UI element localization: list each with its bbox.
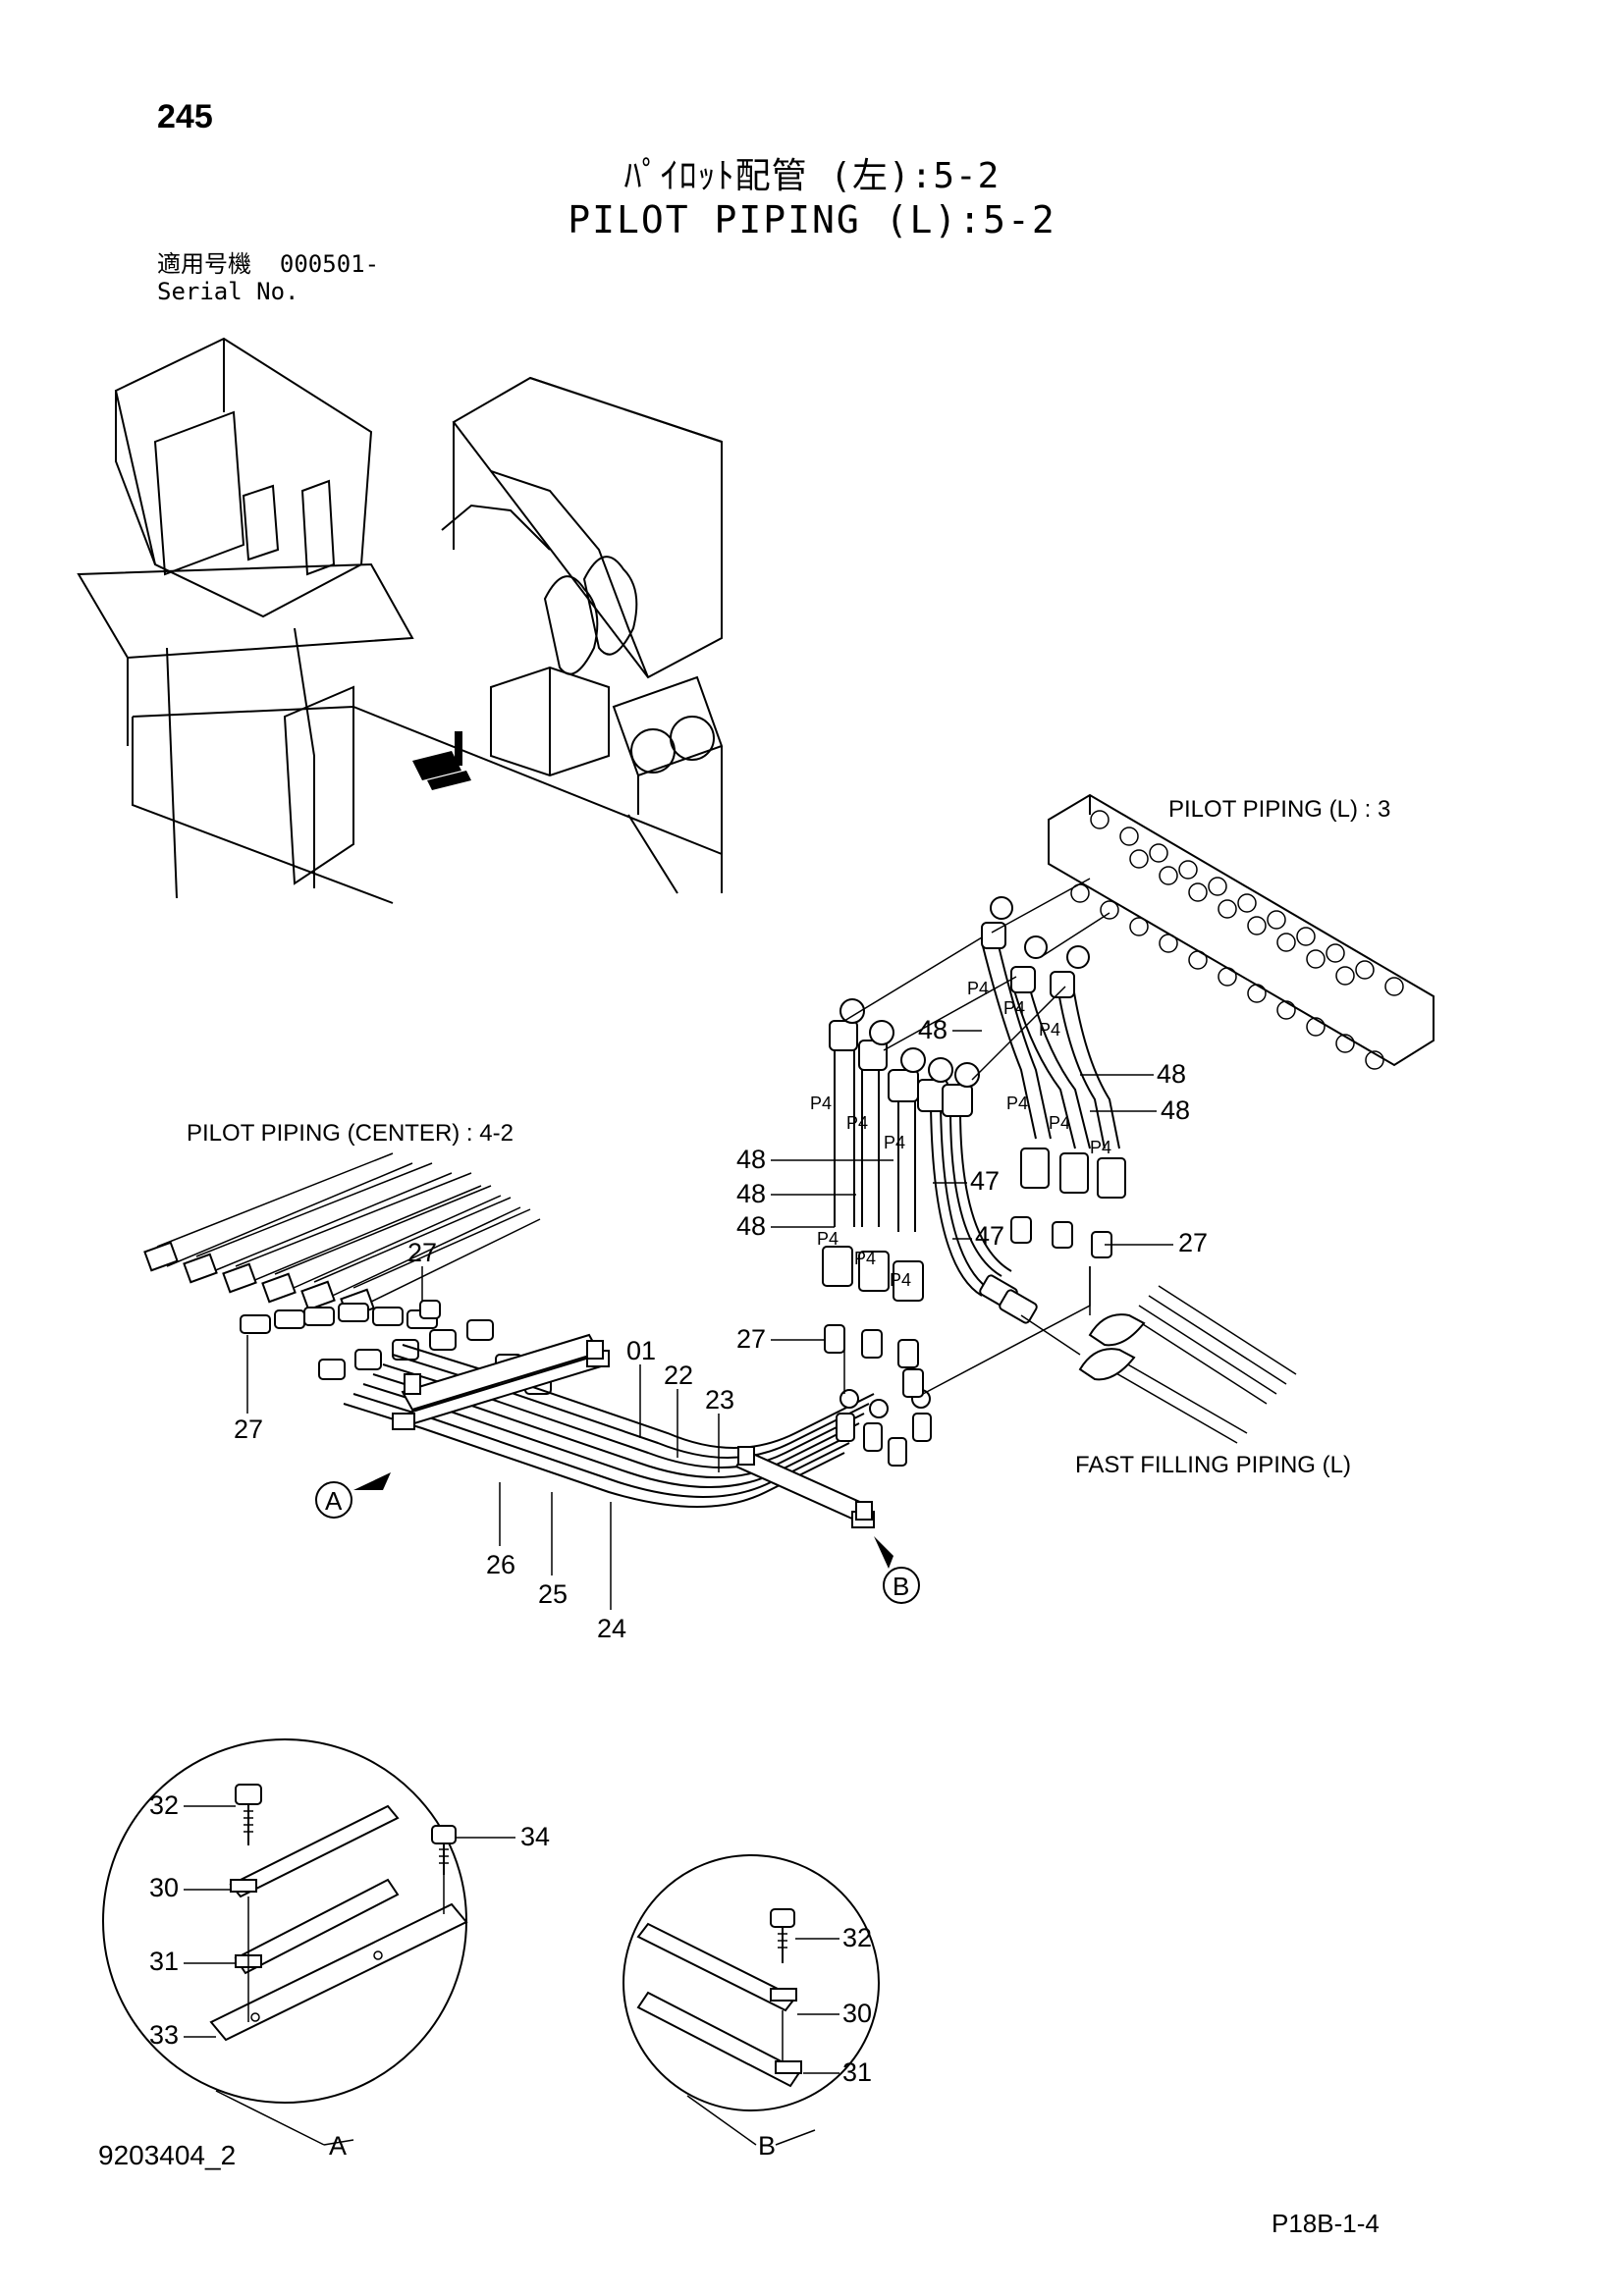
callout-47: 47 — [975, 1221, 1004, 1251]
detail-a-label: A — [329, 2131, 347, 2161]
page-title-jp: ﾊﾟｲﾛｯﾄ配管 (左):5-2 — [623, 156, 1001, 196]
detail-a-callout-34: 34 — [520, 1822, 550, 1851]
pilot-hoses — [822, 896, 1126, 1398]
detail-a: 32 34 30 31 33 A — [102, 1738, 550, 2161]
callout-48: 48 — [736, 1211, 766, 1241]
p4-label: P4 — [1049, 1113, 1070, 1133]
callout-27: 27 — [736, 1324, 766, 1354]
serial-info: 適用号機 000501- Serial No. — [157, 250, 379, 305]
pipe-bundle — [343, 1266, 1091, 1528]
callout-48: 48 — [736, 1145, 766, 1174]
detail-b-callout-31: 31 — [842, 2057, 872, 2087]
detail-a-callout-30: 30 — [149, 1873, 179, 1902]
serial-value: 000501- — [279, 250, 380, 278]
detail-b-callout-32: 32 — [842, 1923, 872, 1952]
p4-label: P4 — [1003, 998, 1025, 1018]
p4-label: P4 — [854, 1249, 876, 1268]
callout-27: 27 — [234, 1415, 263, 1444]
p4-label: P4 — [1006, 1094, 1028, 1113]
fast-filling-piping — [1020, 1285, 1297, 1444]
p4-label: P4 — [846, 1113, 868, 1133]
p4-label: P4 — [810, 1094, 832, 1113]
page-number: 245 — [157, 98, 213, 135]
ref-pilot-piping-l3: PILOT PIPING (L) : 3 — [1168, 796, 1390, 823]
detail-a-callout-33: 33 — [149, 2020, 179, 2050]
serial-label-en: Serial No. — [157, 278, 299, 305]
p4-label: P4 — [967, 979, 989, 998]
connection-lines — [843, 878, 1110, 1081]
view-marker-a-label: A — [325, 1486, 343, 1516]
p4-label: P4 — [817, 1229, 839, 1249]
ref-pilot-piping-center: PILOT PIPING (CENTER) : 4-2 — [187, 1120, 514, 1147]
callout-26: 26 — [486, 1550, 515, 1579]
callout-48: 48 — [918, 1015, 947, 1044]
callouts: 48 48 48 48 48 48 47 47 27 27 27 27 01 2… — [234, 1015, 1208, 1643]
p4-labels: P4 P4 P4 P4 P4 P4 P4 P4 P4 P4 P4 P4 — [810, 979, 1111, 1290]
detail-b: 32 30 31 B — [623, 1854, 880, 2161]
view-marker-b: B — [874, 1536, 920, 1604]
center-pilot-lines — [143, 1152, 552, 1395]
serial-jp-row: 適用号機 000501- — [157, 250, 379, 278]
document-code: 9203404_2 — [98, 2140, 237, 2170]
valve-manifold — [1048, 793, 1435, 1070]
p4-label: P4 — [884, 1133, 905, 1152]
callout-23: 23 — [705, 1385, 734, 1415]
detail-a-callout-31: 31 — [149, 1947, 179, 1976]
callout-47: 47 — [970, 1166, 1000, 1196]
callout-48: 48 — [736, 1179, 766, 1208]
serial-label-jp: 適用号機 — [157, 250, 251, 278]
machine-outline — [77, 337, 724, 904]
callout-01: 01 — [626, 1336, 656, 1365]
p4-label: P4 — [1039, 1020, 1060, 1040]
detail-b-label: B — [758, 2131, 776, 2161]
detail-b-callout-30: 30 — [842, 1999, 872, 2028]
callout-24: 24 — [597, 1614, 626, 1643]
callout-22: 22 — [664, 1361, 693, 1390]
detail-a-callout-32: 32 — [149, 1790, 179, 1820]
callout-25: 25 — [538, 1579, 568, 1609]
callout-48: 48 — [1161, 1095, 1190, 1125]
view-marker-b-label: B — [893, 1572, 909, 1601]
p4-label: P4 — [890, 1270, 911, 1290]
callout-48: 48 — [1157, 1059, 1186, 1089]
p4-label: P4 — [1090, 1138, 1111, 1157]
callout-27: 27 — [407, 1238, 437, 1267]
callout-27: 27 — [1178, 1228, 1208, 1257]
ref-fast-filling-piping: FAST FILLING PIPING (L) — [1075, 1452, 1351, 1478]
page-reference: P18B-1-4 — [1272, 2209, 1380, 2238]
page-title-en: PILOT PIPING (L):5-2 — [568, 198, 1056, 241]
view-marker-a: A — [315, 1472, 391, 1519]
